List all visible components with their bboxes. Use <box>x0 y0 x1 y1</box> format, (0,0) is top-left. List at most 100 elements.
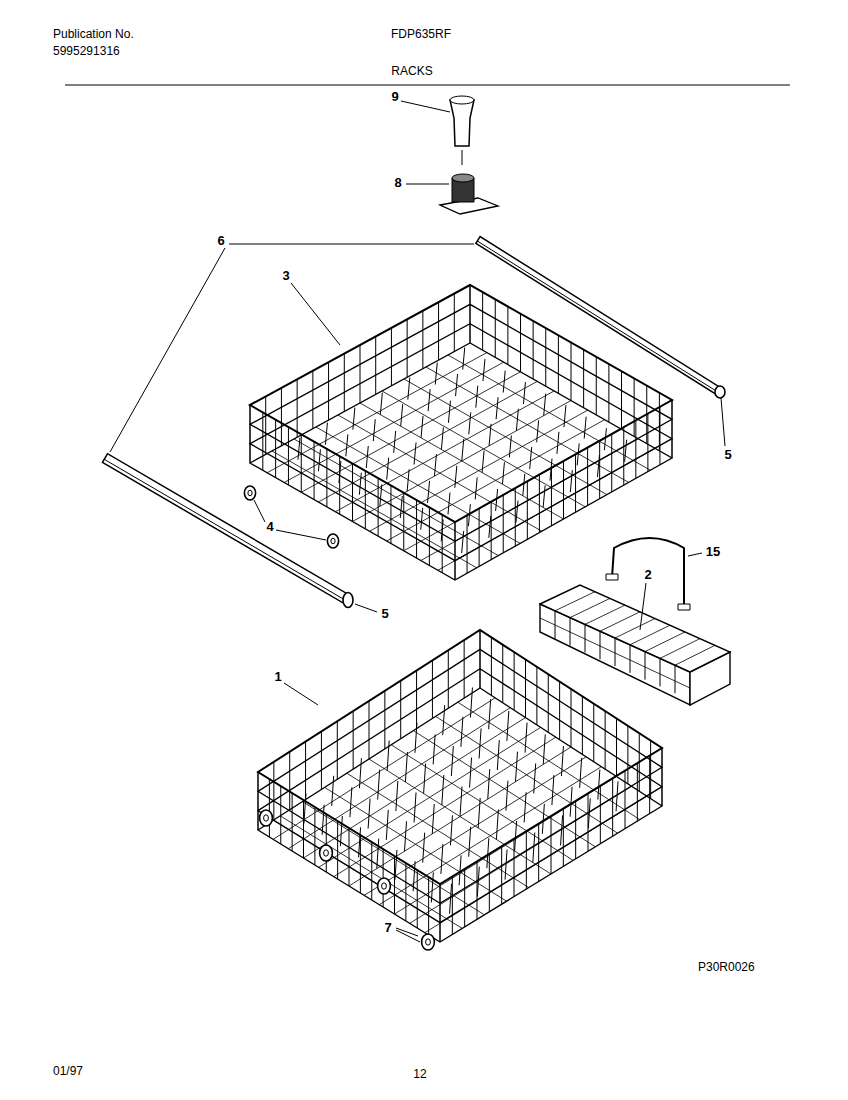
wire <box>337 721 338 779</box>
wire <box>516 409 518 431</box>
wire <box>262 412 263 470</box>
wire <box>421 416 423 438</box>
dash-axis <box>462 150 463 165</box>
wire <box>542 804 544 834</box>
wire <box>514 652 515 710</box>
wire <box>514 839 515 897</box>
rack-ring <box>250 343 672 580</box>
publication-label: Publication No. <box>52 28 135 41</box>
wire <box>623 427 624 485</box>
rack-wheel <box>327 534 338 548</box>
rail-body <box>476 237 722 396</box>
page-number: 12 <box>412 1068 427 1081</box>
wire <box>339 456 340 514</box>
leader-line <box>401 101 450 112</box>
wire <box>491 637 492 695</box>
wire <box>387 458 389 480</box>
wire <box>600 786 601 844</box>
wire <box>489 699 491 729</box>
rail-end-cap <box>715 386 725 398</box>
wire <box>563 808 564 866</box>
wire <box>349 828 350 886</box>
handle-foot <box>678 604 690 610</box>
wire <box>405 863 406 921</box>
callout-number: 15 <box>705 545 721 559</box>
wire <box>413 731 595 847</box>
wire <box>525 660 526 718</box>
wire <box>525 723 527 753</box>
wire <box>443 705 445 735</box>
wire <box>516 501 518 523</box>
wire <box>442 775 444 805</box>
wire <box>503 371 505 393</box>
wire <box>470 285 471 343</box>
wire <box>359 473 361 495</box>
wire <box>400 681 401 739</box>
wheel-hub <box>248 490 252 496</box>
wire <box>250 405 251 463</box>
wire <box>375 336 376 394</box>
wire <box>605 711 606 769</box>
wire <box>470 285 471 343</box>
wire <box>258 772 259 830</box>
wire <box>483 359 485 381</box>
wire <box>608 364 609 422</box>
wire <box>612 778 613 836</box>
wire <box>408 378 410 400</box>
wire <box>426 367 629 482</box>
wire <box>548 674 549 732</box>
wire <box>424 764 426 794</box>
callout-number: 5 <box>380 607 389 621</box>
wire <box>382 391 585 507</box>
wire <box>625 771 626 829</box>
publication-number: 5995291316 <box>52 45 121 58</box>
wire <box>564 405 566 427</box>
wire <box>416 671 417 729</box>
wire <box>404 379 607 495</box>
leader-line <box>688 553 702 556</box>
rack-wheel <box>320 845 333 861</box>
hub-top <box>452 174 474 182</box>
wire <box>627 726 628 784</box>
wire <box>496 397 498 419</box>
wire <box>298 438 300 460</box>
wire <box>479 508 480 566</box>
left-rail <box>102 454 353 608</box>
silverware-basket <box>540 538 730 705</box>
wire <box>593 704 594 762</box>
wire <box>477 867 479 897</box>
wire <box>440 884 441 942</box>
wire <box>659 393 660 451</box>
leader-line <box>406 184 449 185</box>
wire <box>635 420 636 478</box>
wire <box>488 769 490 799</box>
wire <box>432 804 434 834</box>
date-code: 01/97 <box>52 1065 84 1078</box>
wire <box>675 645 715 665</box>
wire <box>503 495 504 553</box>
wire <box>365 471 366 529</box>
wire <box>600 631 601 659</box>
wire <box>442 515 443 573</box>
wire <box>421 508 423 530</box>
rack-wheel <box>378 878 391 894</box>
wire <box>314 807 315 865</box>
wire <box>441 427 443 449</box>
wire <box>675 665 676 693</box>
leader-line <box>254 500 265 522</box>
callout-number: 4 <box>265 520 274 534</box>
wire <box>649 756 650 814</box>
wire <box>524 792 526 822</box>
wire <box>561 815 563 845</box>
wire <box>326 449 327 507</box>
wire <box>506 781 508 811</box>
wire <box>391 745 573 861</box>
wire <box>435 363 437 385</box>
wire <box>378 478 379 536</box>
wire <box>501 846 502 904</box>
wire <box>371 842 372 900</box>
wire <box>527 481 528 539</box>
leader-line <box>276 530 326 540</box>
wire <box>507 711 509 741</box>
handle-foot <box>606 574 618 580</box>
